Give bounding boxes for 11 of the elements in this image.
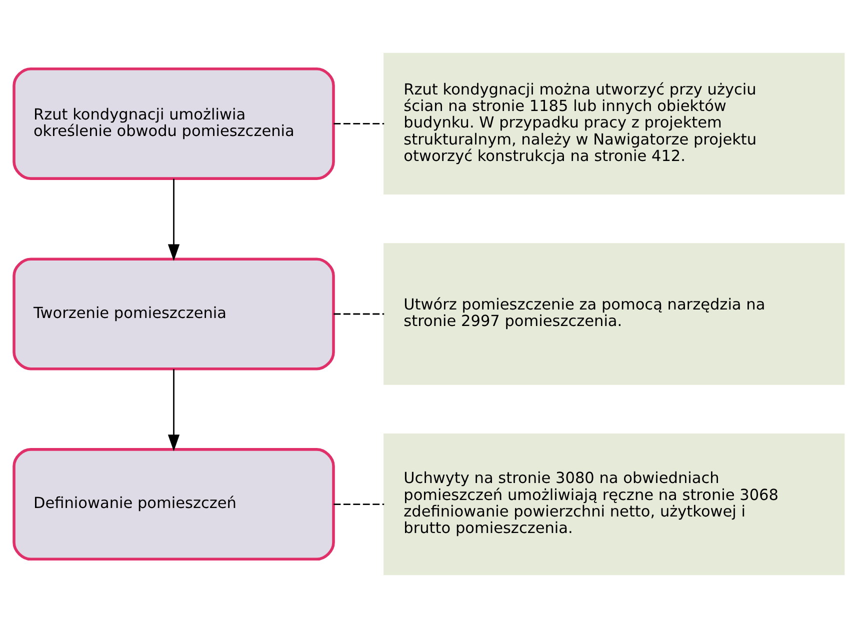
connector bbox=[334, 122, 384, 124]
node-box: Tworzenie pomieszczenia bbox=[12, 257, 335, 370]
arrow bbox=[168, 178, 180, 260]
connector bbox=[334, 503, 384, 504]
node-box: Rzut kondygnacji można utworzyć przy użyciu ścian na stronie 1185 lub innych obiektów budynku. W przypadku pracy z projektem strukturalnym, należy w Nawigatorze projektu otworzyć konstrukcja na stronie 412. bbox=[384, 52, 845, 194]
node-box: Uchwyty na stronie 3080 na obwiedniach pomieszczeń umożliwiają ręczne na stronie 3068 zdefiniowanie powierzchni netto, użytkowej i brutto pomieszczenia. bbox=[384, 432, 845, 575]
connector bbox=[334, 312, 384, 314]
node-box: Definiowanie pomieszczeń bbox=[12, 448, 335, 560]
arrow bbox=[168, 368, 180, 451]
node-box: Utwórz pomieszczenie za pomocą narzędzia na stronie 2997 pomieszczenia. bbox=[384, 242, 845, 384]
node-box: Rzut kondygnacji umożliwia określenie obwodu pomieszczenia bbox=[12, 66, 335, 180]
